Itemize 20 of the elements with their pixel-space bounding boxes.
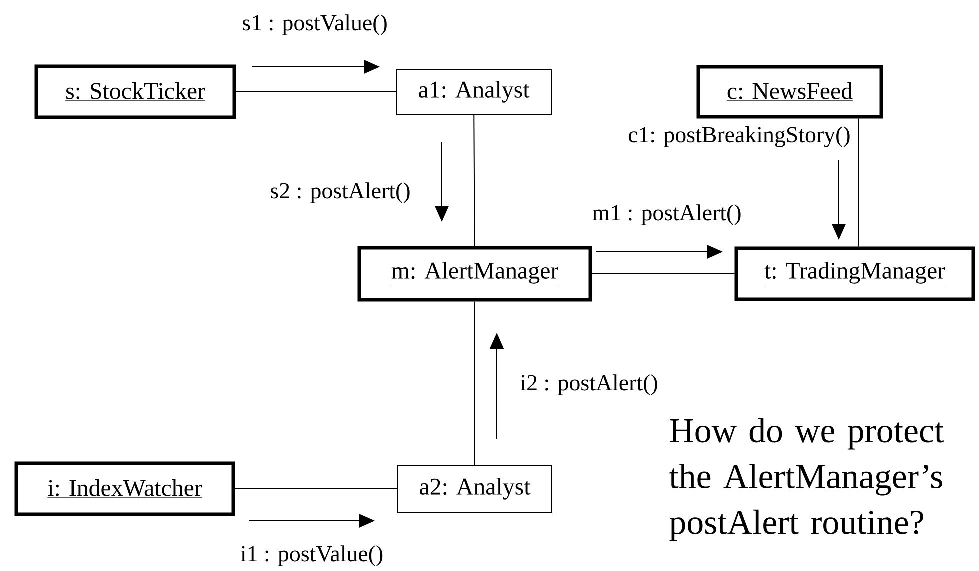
message-label: m1 : postAlert(): [591, 204, 743, 226]
link-line: [592, 273, 736, 274]
message-label: i1 : postValue(): [239, 544, 385, 568]
message-label: i2 : postAlert(): [519, 374, 660, 396]
message-label: c1: postBreakingStory(): [627, 126, 852, 148]
object-box: m: AlertManager: [358, 246, 592, 302]
object-box: i: IndexWatcher: [14, 462, 236, 516]
object-box: c: NewsFeed: [696, 65, 884, 119]
object-box: s: StockTicker: [34, 64, 236, 120]
link-line: [236, 91, 396, 92]
question-text: How do we protect the AlertManager’s postAlert routine?: [670, 418, 944, 542]
link-line: [474, 114, 476, 247]
object-box: a2: Analyst: [398, 464, 552, 513]
object-box: a1: Analyst: [396, 69, 552, 115]
message-label: s2 : postAlert(): [269, 182, 412, 204]
link-line: [474, 301, 476, 466]
message-label: s1 : postValue(): [241, 14, 389, 36]
link-line: [858, 118, 860, 248]
object-box: t: TradingManager: [734, 246, 976, 302]
link-line: [234, 488, 398, 490]
